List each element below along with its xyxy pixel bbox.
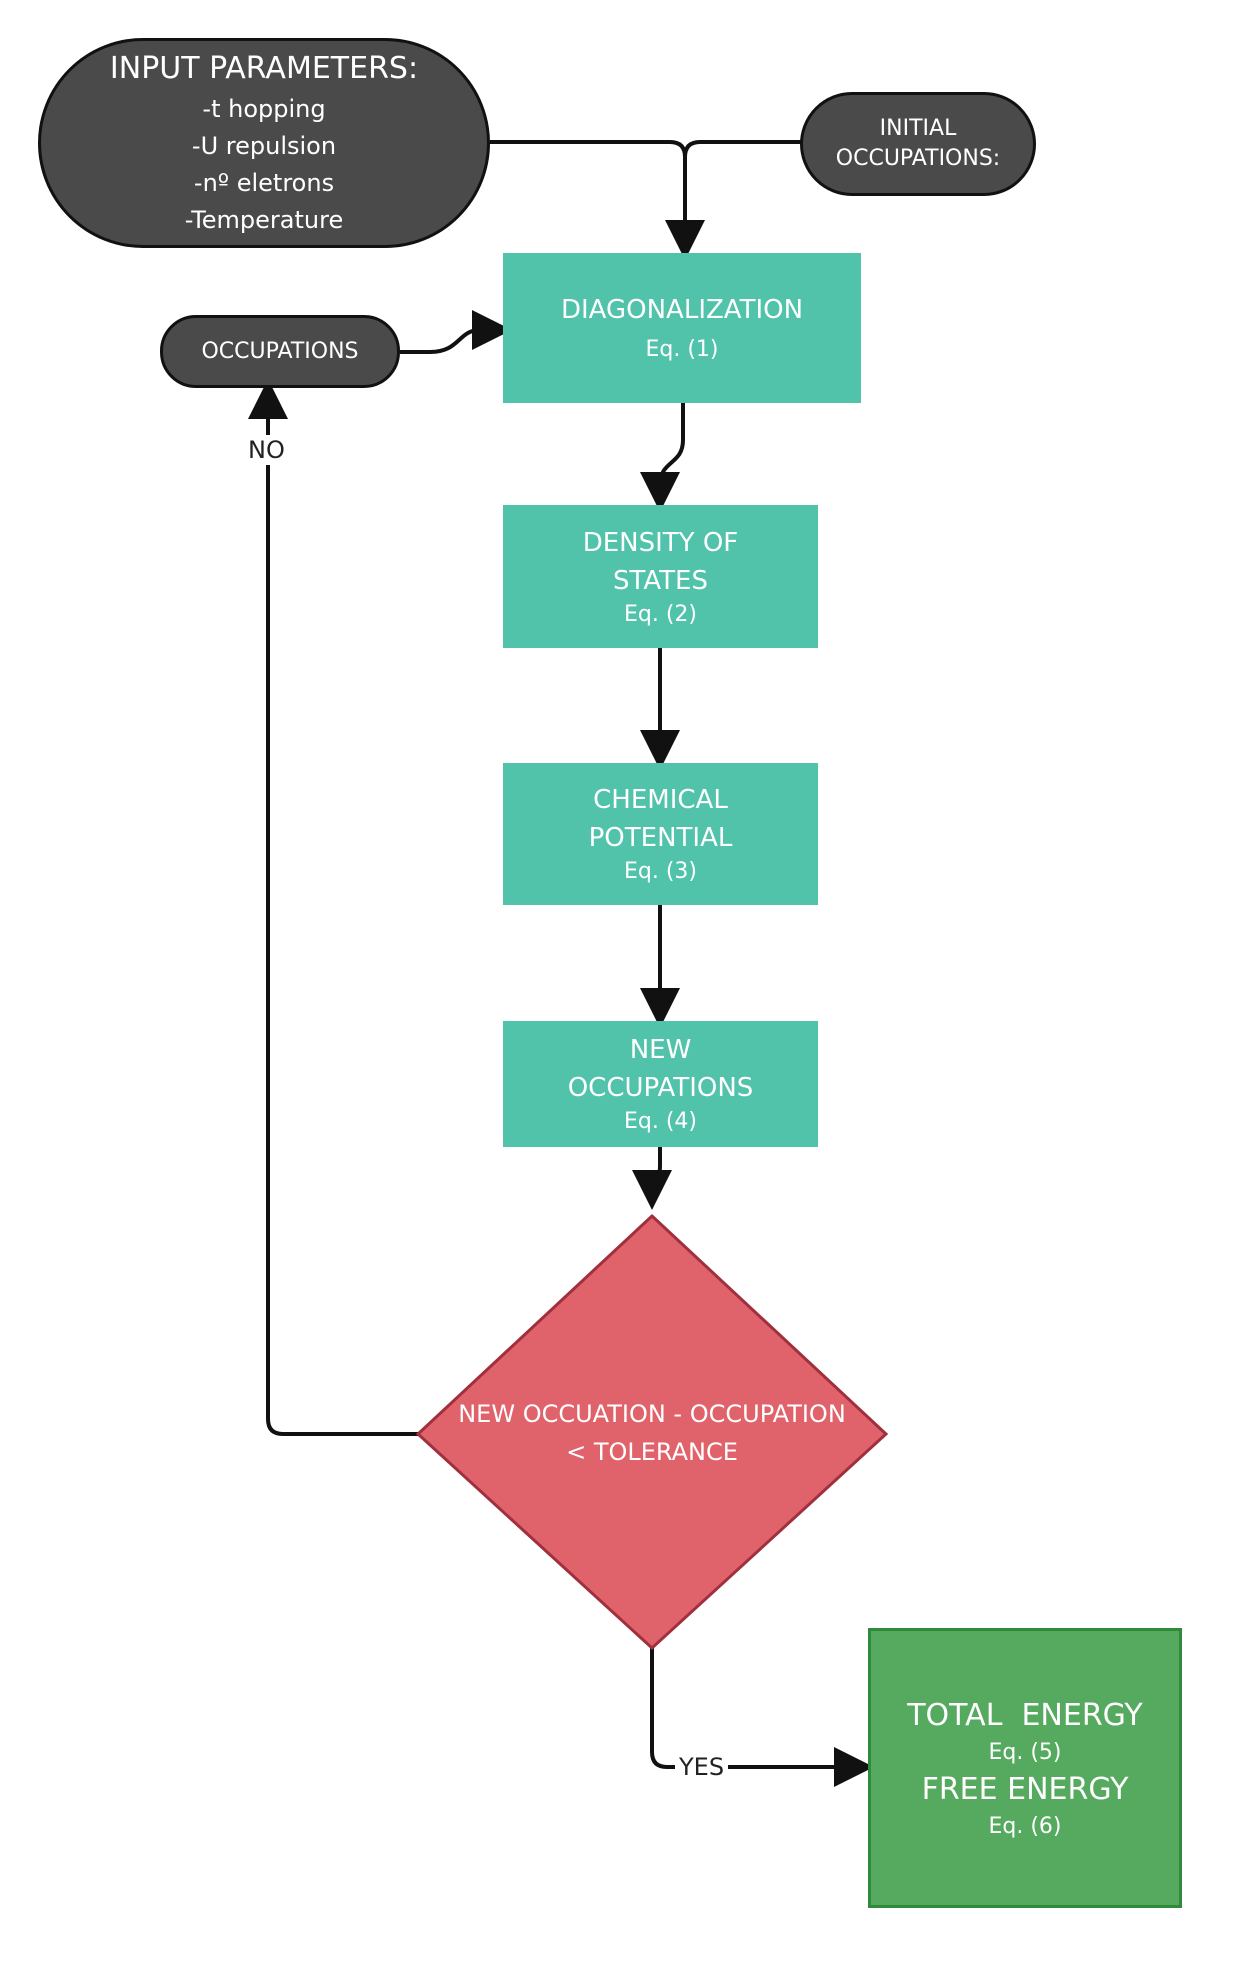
input-parameter-temperature: -Temperature	[184, 206, 344, 234]
input-parameters-title: INPUT PARAMETERS:	[109, 51, 419, 86]
energy-result-node: TOTAL ENERGY Eq. (5) FREE ENERGY Eq. (6)	[868, 1628, 1182, 1908]
connector-initial-to-diagonalization	[683, 140, 802, 158]
total-energy-eq: Eq. (5)	[988, 1740, 1062, 1765]
total-energy-title: TOTAL ENERGY	[907, 1698, 1143, 1733]
occupations-label: OCCUPATIONS	[201, 338, 359, 364]
connector-diagonalization-to-density	[640, 403, 685, 512]
input-parameters-node: INPUT PARAMETERS: -t hopping -U repulsio…	[38, 38, 490, 248]
initial-occupations-line1: INITIAL	[879, 116, 957, 141]
connector-decision-yes	[650, 1648, 874, 1787]
new-occupations-eq: Eq. (4)	[623, 1109, 697, 1134]
no-label: NO	[244, 435, 289, 465]
new-occupations-node: NEW OCCUPATIONS Eq. (4)	[503, 1021, 818, 1147]
density-line1: DENSITY OF	[582, 527, 739, 558]
input-parameter-electrons: -nº eletrons	[193, 169, 335, 197]
connector-input-to-diagonalization	[490, 140, 705, 260]
connector-occupations-to-diagonalization	[400, 310, 512, 354]
initial-occupations-line2: OCCUPATIONS:	[835, 146, 1001, 171]
decision-line1: NEW OCCUATION - OCCUPATION	[458, 1400, 846, 1428]
connector-new-occupations-to-decision	[632, 1147, 673, 1210]
input-parameter-u-repulsion: -U repulsion	[191, 132, 337, 160]
density-eq: Eq. (2)	[623, 601, 697, 627]
chemical-potential-node: CHEMICAL POTENTIAL Eq. (3)	[503, 763, 818, 905]
yes-label: YES	[675, 1752, 729, 1782]
new-occupations-line2: OCCUPATIONS	[567, 1073, 754, 1103]
diagonalization-node: DIAGONALIZATION Eq. (1)	[503, 253, 861, 403]
density-of-states-node: DENSITY OF STATES Eq. (2)	[503, 505, 818, 648]
density-line2: STATES	[613, 565, 708, 596]
connector-decision-no	[266, 391, 418, 1436]
decision-line2: < TOLERANCE	[566, 1438, 738, 1466]
decision-text: NEW OCCUATION - OCCUPATION < TOLERANCE	[432, 1395, 872, 1471]
chemical-eq: Eq. (3)	[623, 859, 697, 884]
decision-diamond	[415, 1213, 889, 1651]
chemical-line1: CHEMICAL	[593, 785, 728, 815]
chemical-line2: POTENTIAL	[588, 823, 733, 853]
free-energy-title: FREE ENERGY	[921, 1772, 1129, 1807]
occupations-node: OCCUPATIONS	[160, 315, 400, 388]
new-occupations-line1: NEW	[629, 1035, 692, 1065]
free-energy-eq: Eq. (6)	[988, 1814, 1062, 1839]
diagonalization-eq: Eq. (1)	[645, 337, 719, 362]
input-parameter-t-hopping: -t hopping	[202, 95, 326, 123]
diagonalization-title: DIAGONALIZATION	[560, 295, 804, 325]
initial-occupations-node: INITIAL OCCUPATIONS:	[800, 92, 1036, 196]
